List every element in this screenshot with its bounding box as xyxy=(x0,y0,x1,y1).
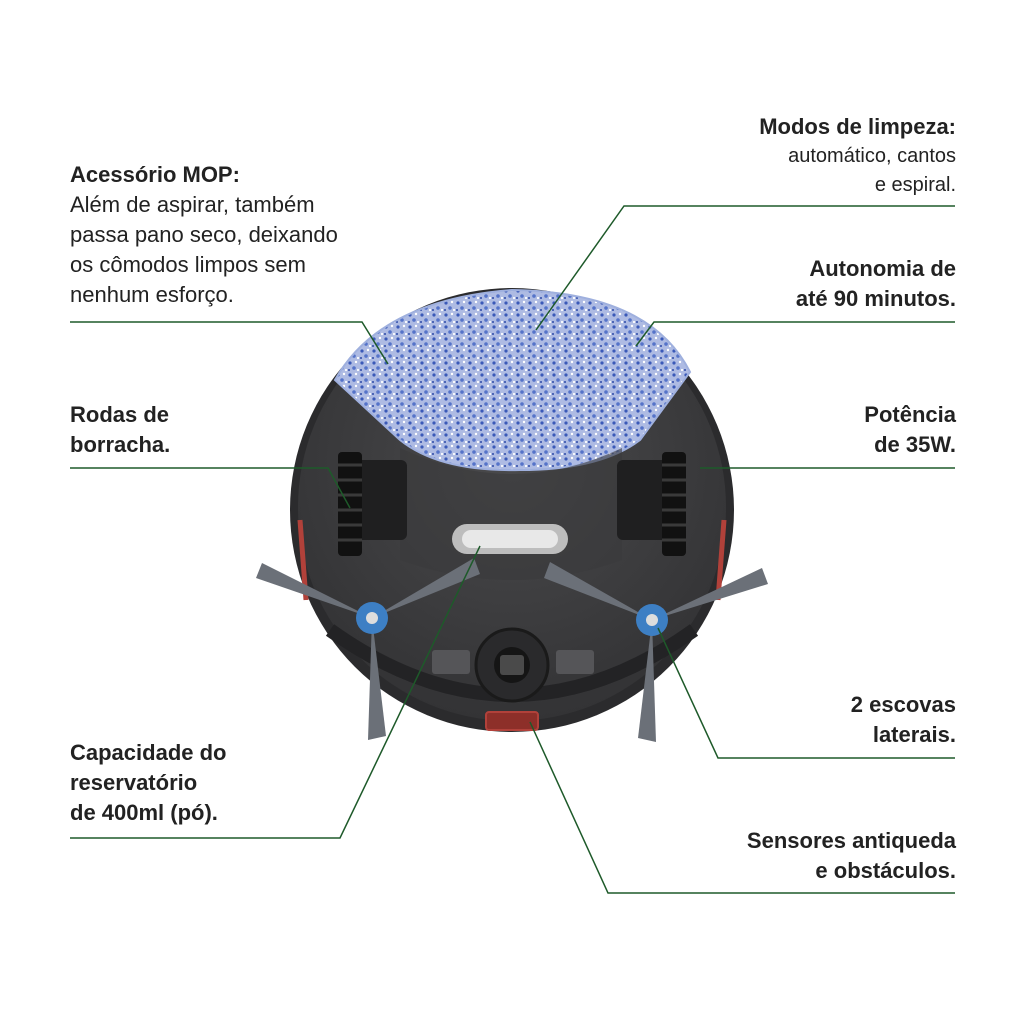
feature-capacity-line: Capacidade do xyxy=(70,740,227,765)
feature-mop-line: os cômodos limpos sem xyxy=(70,252,306,277)
feature-capacity: Capacidade do reservatório de 400ml (pó)… xyxy=(70,738,330,828)
feature-mop: Acessório MOP: Além de aspirar, também p… xyxy=(70,160,400,310)
leader-lines xyxy=(70,205,955,894)
leader-line-brushes xyxy=(657,627,955,759)
feature-sensors-line: e obstáculos. xyxy=(815,858,956,883)
feature-brushes: 2 escovas laterais. xyxy=(736,690,956,750)
feature-power-line: Potência xyxy=(864,402,956,427)
left-wheel xyxy=(338,452,407,556)
feature-modes-line: automático, cantos xyxy=(788,145,956,167)
leader-line-wheels xyxy=(70,467,351,509)
feature-wheels-line: Rodas de xyxy=(70,402,170,427)
feature-brushes-line: laterais. xyxy=(872,722,956,747)
charging-contact-right xyxy=(556,650,594,674)
feature-wheels: Rodas de borracha. xyxy=(70,400,290,460)
feature-power: Potência de 35W. xyxy=(736,400,956,460)
feature-capacity-line: reservatório xyxy=(70,770,198,795)
leader-line-modes xyxy=(535,205,955,331)
leader-line-autonomy xyxy=(635,321,955,347)
feature-brushes-line: 2 escovas xyxy=(850,692,956,717)
charging-contact-left xyxy=(432,650,470,674)
left-side-brush xyxy=(256,558,480,740)
feature-modes-title: Modos de limpeza: xyxy=(759,114,956,139)
feature-capacity-line: de 400ml (pó). xyxy=(70,800,218,825)
feature-mop-line: Além de aspirar, também xyxy=(70,192,315,217)
right-side-brush xyxy=(544,562,768,742)
leader-line-mop xyxy=(70,321,389,365)
feature-sensors: Sensores antiqueda e obstáculos. xyxy=(656,826,956,886)
feature-autonomy: Autonomia de até 90 minutos. xyxy=(656,254,956,314)
feature-mop-title: Acessório MOP: xyxy=(70,162,240,187)
feature-power-line: de 35W. xyxy=(874,432,956,457)
mop-pad xyxy=(333,288,692,472)
feature-sensors-line: Sensores antiqueda xyxy=(746,828,956,853)
feature-autonomy-line: até 90 minutos. xyxy=(795,286,956,311)
feature-modes: Modos de limpeza: automático, cantos e e… xyxy=(636,112,956,200)
leader-line-capacity xyxy=(70,545,481,839)
right-wheel xyxy=(617,452,686,556)
feature-mop-line: passa pano seco, deixando xyxy=(70,222,338,247)
dust-bin-handle xyxy=(452,524,568,554)
feature-mop-line: nenhum esforço. xyxy=(70,282,234,307)
leader-line-sensors xyxy=(529,721,955,894)
caster-wheel xyxy=(474,627,550,703)
feature-modes-line: e espiral. xyxy=(874,174,956,196)
feature-wheels-line: borracha. xyxy=(70,432,171,457)
cliff-sensor xyxy=(485,711,539,731)
feature-autonomy-line: Autonomia de xyxy=(809,256,956,281)
